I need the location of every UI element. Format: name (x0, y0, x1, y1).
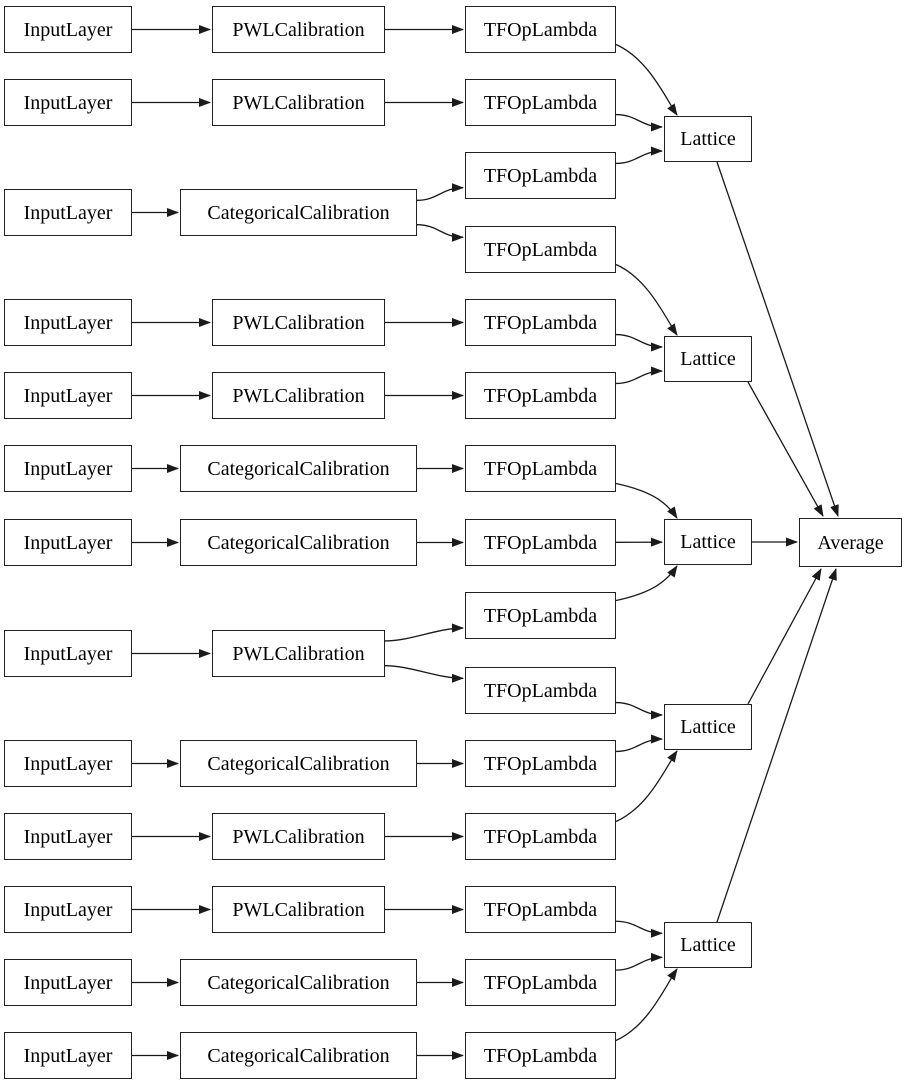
node-lattice: Lattice (664, 336, 752, 382)
edge-tf1-lat1 (615, 43, 678, 116)
edge-tf15-lat5 (615, 968, 678, 1042)
edge-tf11-lat4 (615, 734, 663, 753)
node-tfoplambda: TFOpLambda (465, 152, 616, 199)
edge-tf13-lat5 (615, 920, 663, 938)
node-inputlayer: InputLayer (4, 189, 132, 236)
edge-pwl5-tf9 (384, 623, 464, 642)
node-inputlayer: InputLayer (4, 1032, 132, 1079)
node-inputlayer: InputLayer (4, 299, 132, 346)
node-categoricalcalibration: CategoricalCalibration (180, 959, 417, 1006)
node-tfoplambda: TFOpLambda (465, 959, 616, 1006)
edge-cat1-tf4 (416, 224, 464, 242)
edge-lat2-avg (747, 381, 824, 517)
node-inputlayer: InputLayer (4, 79, 132, 126)
node-inputlayer: InputLayer (4, 630, 132, 677)
edge-tf2-lat1 (615, 113, 663, 132)
node-tfoplambda: TFOpLambda (465, 886, 616, 933)
node-average: Average (799, 518, 902, 567)
node-lattice: Lattice (664, 922, 752, 968)
node-pwlcalibration: PWLCalibration (212, 372, 385, 419)
node-tfoplambda: TFOpLambda (465, 226, 616, 273)
node-tfoplambda: TFOpLambda (465, 667, 616, 714)
edge-tf4-lat2 (615, 263, 678, 336)
edge-lat4-avg (747, 568, 822, 705)
node-pwlcalibration: PWLCalibration (212, 299, 385, 346)
edge-tf9-lat3 (615, 565, 678, 602)
node-tfoplambda: TFOpLambda (465, 740, 616, 787)
node-lattice: Lattice (664, 519, 752, 565)
node-inputlayer: InputLayer (4, 372, 132, 419)
node-pwlcalibration: PWLCalibration (212, 886, 385, 933)
node-categoricalcalibration: CategoricalCalibration (180, 1032, 417, 1079)
node-tfoplambda: TFOpLambda (465, 6, 616, 53)
edge-lat1-avg (716, 161, 839, 517)
node-tfoplambda: TFOpLambda (465, 592, 616, 639)
node-pwlcalibration: PWLCalibration (212, 6, 385, 53)
node-categoricalcalibration: CategoricalCalibration (180, 740, 417, 787)
node-inputlayer: InputLayer (4, 813, 132, 860)
edge-tf6-lat2 (615, 366, 663, 385)
edge-tf12-lat4 (615, 750, 678, 823)
node-inputlayer: InputLayer (4, 519, 132, 566)
node-lattice: Lattice (664, 116, 752, 162)
node-categoricalcalibration: CategoricalCalibration (180, 519, 417, 566)
edge-cat1-tf3 (416, 183, 464, 201)
node-tfoplambda: TFOpLambda (465, 372, 616, 419)
edge-tf14-lat5 (615, 952, 663, 971)
node-inputlayer: InputLayer (4, 6, 132, 53)
node-tfoplambda: TFOpLambda (465, 445, 616, 492)
node-categoricalcalibration: CategoricalCalibration (180, 189, 417, 236)
node-tfoplambda: TFOpLambda (465, 519, 616, 566)
edge-tf10-lat4 (615, 701, 663, 720)
node-inputlayer: InputLayer (4, 959, 132, 1006)
edge-tf3-lat1 (615, 146, 663, 165)
node-categoricalcalibration: CategoricalCalibration (180, 445, 417, 492)
edge-pwl5-tf10 (384, 665, 464, 683)
node-inputlayer: InputLayer (4, 740, 132, 787)
node-pwlcalibration: PWLCalibration (212, 813, 385, 860)
edge-lat5-avg (716, 568, 837, 923)
edge-tf5-lat2 (615, 333, 663, 352)
node-lattice: Lattice (664, 704, 752, 750)
node-tfoplambda: TFOpLambda (465, 79, 616, 126)
node-tfoplambda: TFOpLambda (465, 299, 616, 346)
node-inputlayer: InputLayer (4, 886, 132, 933)
node-inputlayer: InputLayer (4, 445, 132, 492)
node-pwlcalibration: PWLCalibration (212, 79, 385, 126)
node-pwlcalibration: PWLCalibration (212, 630, 385, 677)
node-tfoplambda: TFOpLambda (465, 813, 616, 860)
node-tfoplambda: TFOpLambda (465, 1032, 616, 1079)
edge-tf7-lat3 (615, 482, 678, 519)
